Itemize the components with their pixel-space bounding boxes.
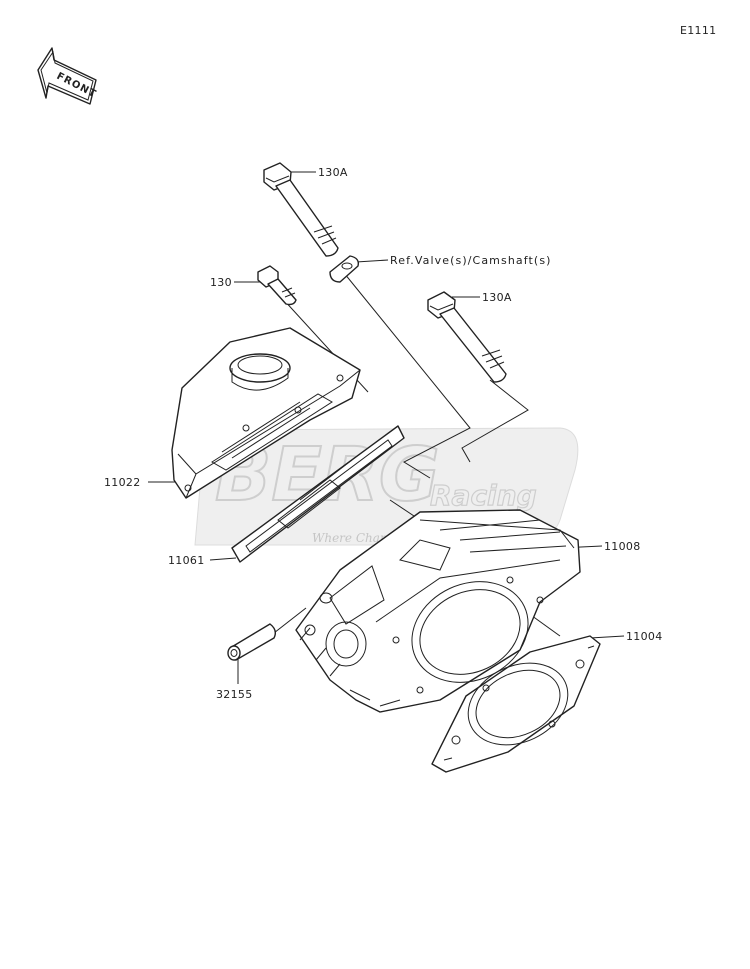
watermark-sub: Racing bbox=[430, 479, 537, 512]
camshaft-ref-washer bbox=[329, 255, 360, 283]
callout-cylinder-head: 11008 bbox=[604, 540, 641, 553]
callout-ref-valve-camshaft: Ref.Valve(s)/Camshaft(s) bbox=[390, 254, 552, 267]
leader-lines bbox=[148, 171, 625, 684]
cover-gasket bbox=[231, 425, 405, 563]
front-arrow-icon: FRONT bbox=[37, 47, 98, 105]
page-code: E1111 bbox=[680, 24, 716, 37]
cylinder-head-cover bbox=[171, 327, 361, 499]
bolt-130 bbox=[257, 265, 297, 306]
cylinder-head bbox=[295, 509, 581, 713]
bolt-130a-upper bbox=[263, 162, 339, 257]
head-gasket bbox=[431, 635, 601, 773]
callout-bolt-130: 130 bbox=[210, 276, 232, 289]
bolt-130a-right bbox=[427, 291, 507, 383]
callout-bolt-130a-right: 130A bbox=[482, 291, 512, 304]
callout-cover-gasket: 11061 bbox=[168, 554, 205, 567]
callout-bolt-130a-upper: 130A bbox=[318, 166, 348, 179]
dowel-pin bbox=[227, 623, 277, 661]
callout-dowel-pin: 32155 bbox=[216, 688, 253, 701]
callout-head-gasket: 11004 bbox=[626, 630, 663, 643]
callout-cover: 11022 bbox=[104, 476, 141, 489]
